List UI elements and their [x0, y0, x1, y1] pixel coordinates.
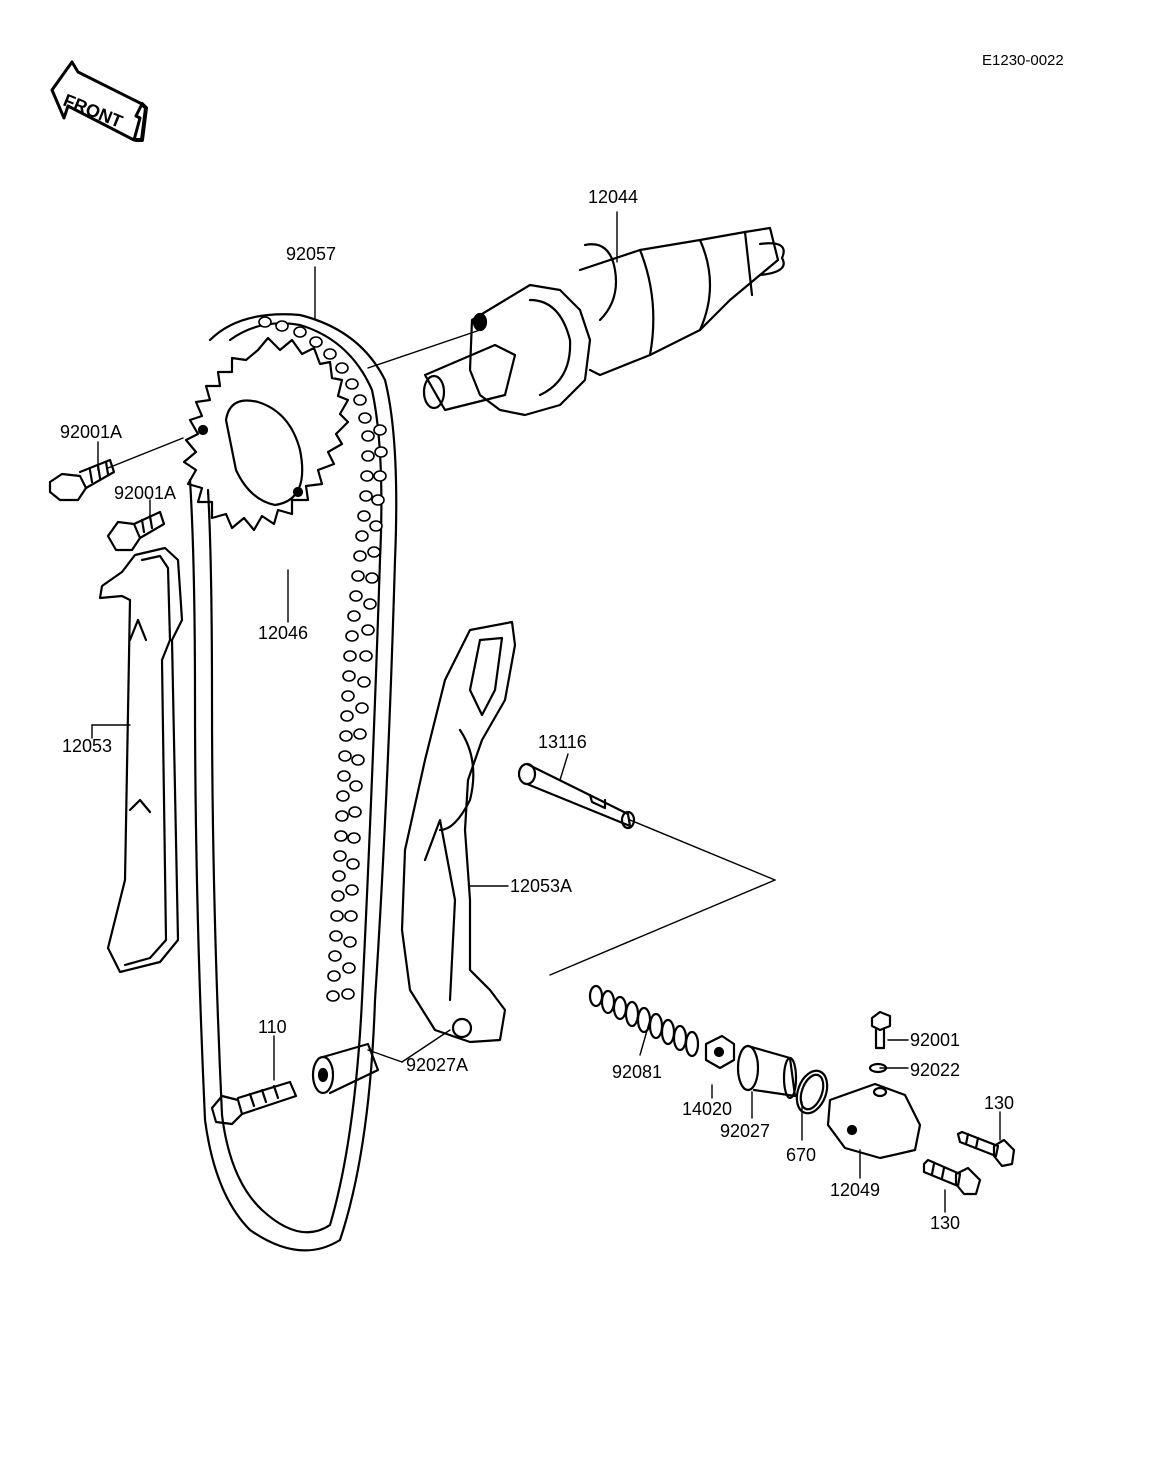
- bolt-110: [210, 1080, 298, 1126]
- tensioner-body-12049: [826, 1082, 922, 1160]
- chain-guide-12053: [98, 546, 184, 974]
- part-label-92027: 92027: [720, 1121, 771, 1141]
- part-label-130-upper: 130: [984, 1093, 1015, 1113]
- part-label-12046: 12046: [258, 623, 309, 643]
- cam-chain: [188, 313, 398, 1252]
- part-label-92001: 92001: [910, 1030, 961, 1050]
- part-label-12044: 12044: [588, 187, 639, 207]
- part-label-92001a-lower: 92001A: [114, 483, 177, 503]
- bolt-92001a-upper: [48, 458, 116, 502]
- part-label-92001a-upper: 92001A: [60, 422, 123, 442]
- bolt-92001: [870, 1010, 892, 1050]
- o-ring-670: [795, 1069, 829, 1115]
- bolt-130-upper: [956, 1130, 1016, 1168]
- part-label-12053: 12053: [62, 736, 113, 756]
- part-label-130-lower: 130: [930, 1213, 961, 1233]
- part-label-92057: 92057: [286, 244, 337, 264]
- drawing-code: E1230-0022: [982, 52, 1064, 69]
- spring-92081: [588, 984, 700, 1058]
- part-label-670: 670: [786, 1145, 817, 1165]
- bolt-130-lower: [922, 1158, 982, 1196]
- part-label-110: 110: [258, 1017, 287, 1037]
- plunger-14020: [704, 1034, 736, 1070]
- pivot-pin-13116: [517, 762, 636, 830]
- part-label-12049: 12049: [830, 1180, 881, 1200]
- part-label-92027a: 92027A: [406, 1055, 469, 1075]
- front-arrow-icon: [50, 60, 148, 142]
- part-label-12053a: 12053A: [510, 876, 573, 896]
- part-label-92022: 92022: [910, 1060, 961, 1080]
- bolt-92001a-lower: [106, 510, 166, 552]
- washer-92022: [868, 1062, 888, 1074]
- cam-sprocket: [182, 336, 350, 532]
- part-label-14020: 14020: [682, 1099, 733, 1119]
- part-label-13116: 13116: [538, 732, 587, 752]
- sleeve-92027: [736, 1044, 798, 1100]
- part-label-92081: 92081: [612, 1062, 663, 1082]
- collar-92027a: [311, 1042, 380, 1095]
- camshaft: [422, 226, 785, 417]
- leader-lines: [91, 211, 1001, 1213]
- tensioner-guide-12053a: [400, 620, 517, 1044]
